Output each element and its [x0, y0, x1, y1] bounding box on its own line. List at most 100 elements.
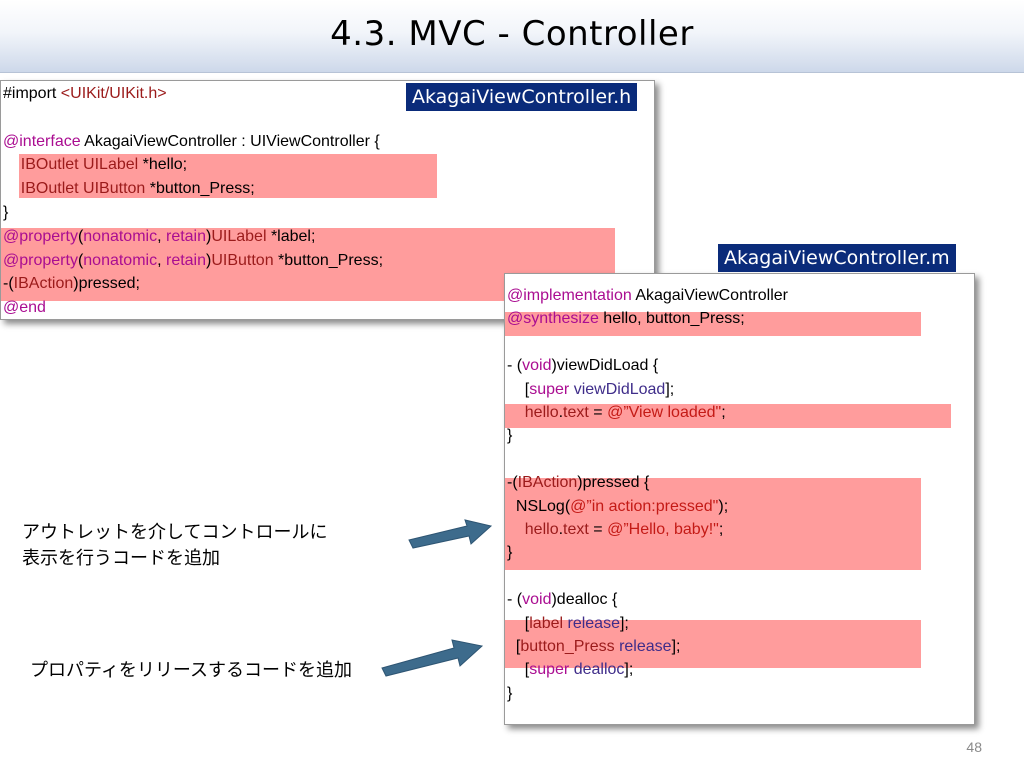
code-token: ]; [624, 661, 634, 679]
code-line: @property(nonatomic, retain)UIButton *bu… [3, 251, 383, 271]
code-token: IBAction [517, 474, 578, 492]
code-token: } [507, 544, 513, 562]
code-token: )viewDidLoad { [551, 357, 659, 375]
code-token: ]; [671, 638, 681, 655]
code-token: super [529, 661, 570, 679]
code-token: @property [3, 227, 78, 245]
code-token: <UIKit/UIKit.h> [60, 85, 167, 102]
code-token: NSLog( [507, 497, 571, 515]
code-token: @synthesize [507, 310, 599, 328]
code-token: hello, button_Press; [598, 310, 745, 328]
code-token: AkagaiViewController [631, 287, 788, 304]
code-token: @”Hello, baby!" [607, 521, 719, 538]
code-line: @synthesize hello, button_Press; [507, 309, 745, 329]
code-line: IBOutlet UILabel *hello; [3, 155, 187, 175]
code-token: ) [206, 227, 212, 245]
code-token: UIButton [211, 251, 274, 269]
code-token: text [563, 521, 589, 538]
code-token: UIButton [83, 180, 146, 198]
code-line: hello.text = @”View loaded"; [507, 403, 726, 423]
code-line [507, 567, 511, 587]
code-line: -(IBAction)pressed; [3, 274, 140, 294]
code-line: hello.text = @”Hello, baby!"; [507, 520, 724, 540]
impl-file-label: AkagaiViewController.m [718, 244, 956, 272]
code-token: )pressed { [577, 474, 650, 492]
code-token: dealloc [573, 661, 625, 679]
code-token: retain [165, 251, 207, 269]
code-token: ]; [619, 614, 629, 632]
code-line: } [507, 426, 512, 446]
slide-title: 4.3. MVC - Controller [330, 14, 694, 54]
code-token: [ [507, 661, 530, 679]
code-token: [ [507, 380, 530, 398]
code-token: ( [77, 251, 84, 269]
code-token: -( [3, 275, 14, 293]
page-number: 48 [966, 739, 982, 755]
code-token: } [507, 684, 513, 702]
code-token: nonatomic [83, 251, 158, 269]
code-token: , [157, 251, 166, 269]
code-token: ; [718, 521, 724, 538]
code-token: nonatomic [83, 227, 158, 245]
code-token: IBOutlet [20, 180, 79, 198]
code-line: @implementation AkagaiViewController [507, 286, 788, 306]
code-token: label [529, 614, 564, 632]
code-token: UILabel [211, 227, 267, 245]
code-token: hello [524, 521, 559, 538]
header-file-label: AkagaiViewController.h [406, 83, 638, 111]
highlight-viewdidload-text [505, 404, 951, 428]
code-line: @end [3, 298, 46, 318]
code-line [507, 450, 511, 470]
highlight-synthesize [505, 312, 921, 336]
code-token: viewDidLoad [573, 380, 666, 398]
code-line [507, 333, 511, 353]
code-token: hello [524, 404, 559, 421]
code-token: UILabel [83, 156, 139, 174]
highlight-release [505, 620, 921, 668]
highlight-pressed-method [505, 478, 921, 570]
code-token: text [563, 404, 589, 421]
code-token: -( [507, 474, 518, 492]
code-token: = [588, 404, 608, 421]
code-token: *label; [266, 227, 316, 245]
highlight-outlets [19, 154, 437, 198]
code-token: @property [3, 251, 78, 269]
code-token: )dealloc { [551, 591, 618, 609]
code-token: super [529, 380, 570, 398]
code-line [3, 108, 7, 128]
code-line: #import <UIKit/UIKit.h> [3, 84, 167, 104]
code-token: @”View loaded" [607, 404, 722, 421]
code-line: [super dealloc]; [507, 660, 634, 680]
code-token: @implementation [507, 287, 632, 304]
code-token: button_Press [520, 638, 615, 655]
code-line: } [507, 543, 512, 563]
code-line: IBOutlet UIButton *button_Press; [3, 179, 255, 199]
code-token [3, 180, 21, 197]
code-line: [button_Press release]; [507, 637, 681, 657]
code-token: [ [507, 614, 530, 632]
code-token: @end [3, 299, 46, 317]
arrow-icon [381, 639, 484, 677]
code-token: } [507, 427, 513, 445]
code-token: ); [718, 497, 729, 515]
code-token: void [522, 357, 552, 375]
code-token: *button_Press; [273, 251, 384, 269]
code-token: IBOutlet [20, 156, 79, 174]
code-token: ; [721, 404, 726, 421]
code-line: @property(nonatomic, retain)UILabel *lab… [3, 227, 315, 247]
code-token: AkagaiViewController : UIViewController … [80, 132, 380, 150]
code-token: . [558, 521, 564, 538]
code-token: = [588, 521, 608, 538]
code-token: ( [77, 227, 84, 245]
code-token: #import [3, 85, 61, 102]
code-token [3, 156, 21, 173]
outlet-note: アウトレットを介してコントロールに 表示を行うコードを追加 [22, 522, 328, 569]
code-token: - ( [507, 591, 523, 609]
code-line: [super viewDidLoad]; [507, 380, 674, 400]
code-line: [label release]; [507, 614, 629, 634]
code-token: @interface [3, 132, 81, 150]
code-token: ]; [665, 380, 675, 398]
code-line: @interface AkagaiViewController : UIView… [3, 132, 380, 152]
code-token: IBAction [13, 275, 74, 293]
code-token: retain [165, 227, 207, 245]
